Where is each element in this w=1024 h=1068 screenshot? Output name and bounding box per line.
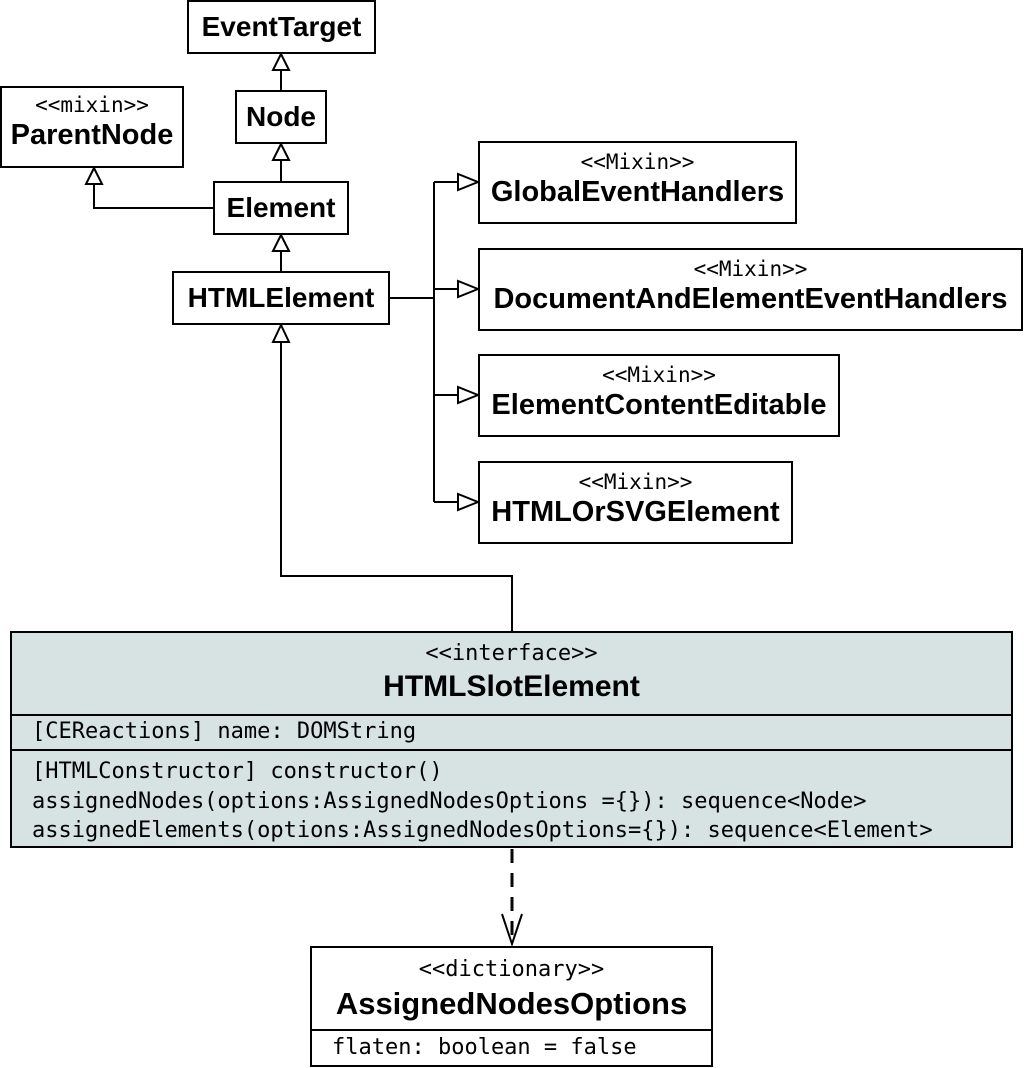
attribute-row: [CEReactions] name: DOMString	[32, 719, 417, 744]
class-name: Node	[246, 101, 316, 132]
class-name: EventTarget	[201, 11, 362, 42]
operation-row: assignedElements(options:AssignedNodesOp…	[32, 818, 933, 843]
class-eventtarget: EventTarget	[187, 0, 376, 54]
class-name: GlobalEventHandlers	[490, 176, 785, 208]
operation-compartment: [HTMLConstructor] constructor() assigned…	[12, 751, 1011, 846]
realization-arrowhead	[457, 172, 481, 192]
class-name: DocumentAndElementEventHandlers	[493, 283, 1008, 315]
class-name: HTMLElement	[187, 282, 375, 313]
dependency-arrowhead	[501, 913, 523, 948]
class-name: HTMLSlotElement	[383, 670, 640, 703]
attribute-compartment: flaten: boolean = false	[312, 1031, 711, 1065]
class-name: ElementContentEditable	[491, 389, 827, 421]
stereotype-label: <<Mixin>>	[602, 363, 716, 387]
interface-htmlslotelement: <<interface>> HTMLSlotElement [CEReactio…	[10, 631, 1013, 848]
stereotype-label: <<Mixin>>	[578, 470, 693, 494]
generalization-arrowhead	[271, 322, 291, 343]
stereotype-label: <<Mixin>>	[693, 257, 808, 281]
realization-arrowhead	[84, 165, 104, 185]
attribute-row: flaten: boolean = false	[332, 1035, 637, 1060]
class-element: Element	[213, 181, 349, 235]
realization-arrowhead	[457, 385, 481, 405]
generalization-arrowhead	[271, 232, 291, 252]
realization-arrowhead	[457, 492, 481, 512]
class-name: ParentNode	[10, 119, 174, 151]
stereotype-label: <<interface>>	[425, 641, 598, 666]
interface-header: <<interface>> HTMLSlotElement	[12, 633, 1011, 716]
class-node: Node	[235, 90, 327, 144]
mixin-elementcontenteditable: <<Mixin>> ElementContentEditable	[478, 354, 840, 437]
class-name: HTMLOrSVGElement	[491, 496, 780, 528]
stereotype-label: <<Mixin>>	[580, 150, 695, 174]
mixin-documentandelementeventhandlers: <<Mixin>> DocumentAndElementEventHandler…	[478, 248, 1023, 331]
realization-arrowhead	[457, 279, 481, 299]
class-htmlelement: HTMLElement	[172, 271, 390, 325]
realization-element-parentnode	[93, 184, 213, 209]
stereotype-label: <<dictionary>>	[418, 957, 605, 982]
mixin-htmlorsvgelement: <<Mixin>> HTMLOrSVGElement	[478, 461, 793, 544]
operation-row: [HTMLConstructor] constructor()	[32, 759, 443, 784]
mixin-parentnode: <<mixin>> ParentNode	[0, 86, 184, 168]
mixin-globaleventhandlers: <<Mixin>> GlobalEventHandlers	[478, 141, 797, 224]
generalization-arrowhead	[271, 51, 291, 71]
class-name: AssignedNodesOptions	[335, 986, 688, 1021]
dictionary-header: <<dictionary>> AssignedNodesOptions	[312, 948, 711, 1031]
dictionary-assignednodesoptions: <<dictionary>> AssignedNodesOptions flat…	[310, 946, 713, 1067]
generalization-arrowhead	[271, 141, 291, 161]
class-name: Element	[226, 192, 336, 223]
stereotype-label: <<mixin>>	[35, 93, 149, 117]
attribute-compartment: [CEReactions] name: DOMString	[12, 716, 1011, 751]
operation-row: assignedNodes(options:AssignedNodesOptio…	[32, 788, 867, 814]
generalization-slot-htmlelement	[280, 342, 513, 631]
